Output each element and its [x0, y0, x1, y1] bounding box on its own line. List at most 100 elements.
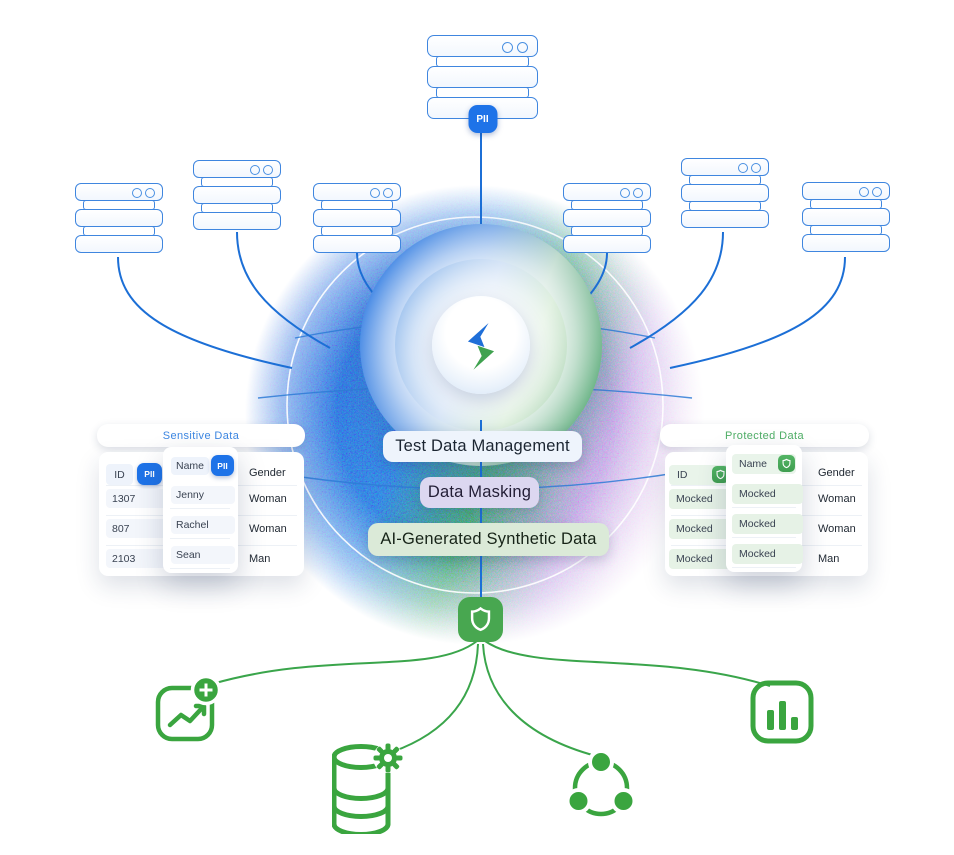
bar-chart-icon — [750, 680, 814, 744]
table-cell: Jenny — [171, 486, 235, 504]
indicator-dot — [738, 163, 748, 173]
sensitive-data-table: Sensitive Data ID PII Gender 1307 807 21… — [95, 420, 309, 580]
indicator-dot — [383, 188, 393, 198]
row-divider — [732, 537, 796, 538]
shield-icon — [458, 597, 503, 642]
server-bar — [193, 212, 281, 230]
indicator-dot — [620, 188, 630, 198]
shield-badge-icon — [778, 455, 795, 472]
server-bar — [563, 209, 651, 227]
table-cell: Rachel — [171, 516, 235, 534]
row-divider — [170, 508, 230, 509]
protected-data-table: Protected Data ID Gender Mocked Mocked M… — [658, 420, 872, 580]
pii-badge-icon: PII — [137, 463, 162, 485]
indicator-dot — [517, 42, 528, 53]
server-bar — [681, 158, 769, 176]
pii-badge-icon: PII — [211, 455, 234, 476]
label-test-data-management: Test Data Management — [383, 431, 582, 462]
server-bar — [802, 182, 890, 200]
indicator-dot — [751, 163, 761, 173]
shield-badge-icon — [712, 466, 729, 483]
server-stack-3 — [313, 183, 401, 253]
line-chart-add-icon — [155, 674, 222, 742]
table-cell: Woman — [818, 493, 856, 505]
server-link — [629, 231, 724, 349]
indicator-dot — [633, 188, 643, 198]
table-cell: 2103 — [106, 549, 169, 568]
server-bar — [802, 208, 890, 226]
protected-data-title: Protected Data — [660, 424, 869, 447]
server-bar — [193, 186, 281, 204]
table-cell: Man — [818, 553, 840, 565]
table-cell: Sean — [171, 546, 235, 564]
label-ai-synthetic-data: AI-Generated Synthetic Data — [368, 523, 609, 556]
sensitive-table-card: ID PII Gender 1307 807 2103 Woman Woman … — [99, 452, 304, 576]
orbit-circle — [286, 216, 664, 594]
server-stack-4 — [563, 183, 651, 253]
server-bar — [563, 183, 651, 201]
server-link — [236, 231, 331, 349]
server-stack-top: PII — [427, 35, 538, 133]
column-header-gender: Gender — [249, 467, 286, 479]
indicator-dot — [502, 42, 513, 53]
database-settings-icon — [332, 743, 403, 834]
column-header-name: Name — [171, 457, 209, 475]
server-bar — [193, 160, 281, 178]
sensitive-data-title: Sensitive Data — [97, 424, 305, 447]
table-cell: Mocked — [732, 544, 803, 564]
table-cell: Woman — [249, 493, 287, 505]
indicator-dot — [859, 187, 869, 197]
output-link — [211, 640, 478, 685]
server-bar — [681, 210, 769, 228]
indicator-dot — [370, 188, 380, 198]
table-cell: Mocked — [669, 549, 736, 569]
gear-icon — [373, 743, 403, 773]
orbit-circle — [234, 164, 716, 646]
row-divider — [170, 568, 230, 569]
name-column-card: Name PII Jenny Rachel Sean — [163, 447, 238, 573]
server-bar — [313, 235, 401, 253]
server-bar — [75, 235, 163, 253]
server-stack-2 — [193, 160, 281, 230]
name-column-card: Name Mocked Mocked Mocked — [726, 445, 803, 572]
indicator-dot — [872, 187, 882, 197]
output-link — [482, 643, 597, 757]
center-line-segment — [480, 420, 482, 598]
server-bar — [75, 183, 163, 201]
share-nodes-icon — [565, 750, 637, 817]
indicator-dot — [145, 188, 155, 198]
table-cell: Man — [249, 553, 271, 565]
server-bar — [313, 183, 401, 201]
table-cell: Mocked — [732, 484, 803, 504]
server-stack-1 — [75, 183, 163, 253]
table-cell: Woman — [249, 523, 287, 535]
server-bar — [681, 184, 769, 202]
output-link — [484, 640, 771, 687]
table-cell: Mocked — [669, 489, 736, 509]
server-bar — [313, 209, 401, 227]
server-stack-6 — [802, 182, 890, 252]
server-link — [669, 256, 846, 369]
table-cell: Woman — [818, 523, 856, 535]
server-link — [117, 256, 293, 369]
server-bar — [427, 35, 538, 57]
table-cell: 1307 — [106, 489, 169, 508]
label-data-masking: Data Masking — [420, 477, 539, 508]
server-bar — [802, 234, 890, 252]
row-divider — [170, 538, 230, 539]
row-divider — [732, 507, 796, 508]
server-bar — [563, 235, 651, 253]
row-divider — [732, 567, 796, 568]
table-cell: Mocked — [669, 519, 736, 539]
table-cell: Mocked — [732, 514, 803, 534]
server-bar — [75, 209, 163, 227]
sync-arrows-logo — [467, 322, 495, 370]
pii-badge-icon: PII — [468, 105, 497, 133]
column-header-gender: Gender — [818, 467, 855, 479]
column-header-id: ID — [106, 464, 133, 485]
table-cell: 807 — [106, 519, 169, 538]
indicator-dot — [132, 188, 142, 198]
indicator-dot — [263, 165, 273, 175]
server-stack-5 — [681, 158, 769, 228]
server-bar — [427, 66, 538, 88]
